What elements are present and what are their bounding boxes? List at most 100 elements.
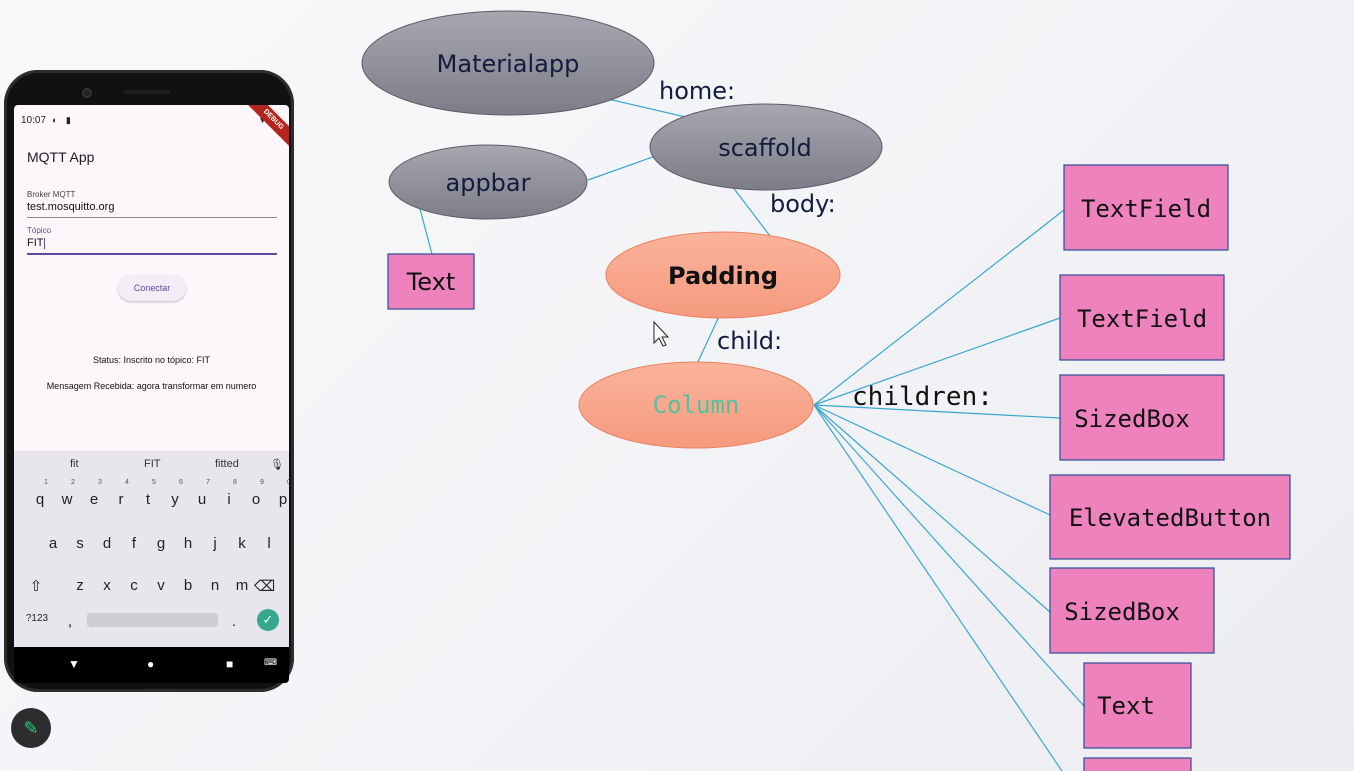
- edge-appbar-text: [419, 208, 433, 255]
- node-child-cutoff: [1083, 757, 1192, 771]
- key-l[interactable]: l: [267, 535, 271, 552]
- key-row-4: ?123 , .: [14, 609, 289, 635]
- back-icon[interactable]: ▼: [68, 657, 80, 671]
- key-c[interactable]: c: [130, 577, 138, 594]
- key-h[interactable]: h: [183, 535, 193, 552]
- node-child-textfield-1-label: TextField: [1081, 195, 1211, 223]
- key-v[interactable]: v: [157, 577, 165, 594]
- node-child-textfield-2-label: TextField: [1077, 305, 1207, 333]
- edge-column-child-7: [813, 404, 1063, 771]
- key-e[interactable]: e: [89, 491, 99, 508]
- key-o[interactable]: o: [251, 491, 261, 508]
- recents-icon[interactable]: ■: [226, 657, 234, 671]
- app-title: MQTT App: [27, 149, 95, 165]
- node-column: [578, 361, 814, 449]
- node-materialapp: [361, 10, 655, 116]
- edge-label-body: body:: [770, 190, 836, 218]
- edge-label-home: home:: [659, 77, 735, 105]
- key-p[interactable]: p: [278, 491, 288, 508]
- suggestion-3[interactable]: fitted: [215, 458, 239, 470]
- key-r[interactable]: r: [118, 491, 124, 508]
- edge-column-child-2: [813, 317, 1061, 406]
- node-scaffold: [649, 103, 883, 191]
- topic-label: Tópico: [27, 226, 52, 235]
- key-digit-hint: 5: [152, 479, 156, 486]
- key-g[interactable]: g: [156, 535, 166, 552]
- edge-materialapp-scaffold: [607, 98, 691, 119]
- edge-column-child-4: [813, 404, 1051, 516]
- suggestion-1[interactable]: fit: [70, 458, 79, 470]
- symbols-key[interactable]: ?123: [25, 613, 49, 624]
- node-appbar-text-label: Text: [406, 268, 456, 296]
- key-z[interactable]: z: [76, 577, 84, 594]
- node-column-label: Column: [653, 391, 740, 419]
- node-child-sizedbox-1-label: SizedBox: [1074, 405, 1190, 433]
- edge-column-child-6: [813, 404, 1085, 707]
- key-b[interactable]: b: [183, 577, 193, 594]
- notification-icons: ◐ ▮: [52, 115, 74, 125]
- key-q[interactable]: q: [35, 491, 45, 508]
- node-padding: [605, 231, 841, 319]
- key-d[interactable]: d: [102, 535, 112, 552]
- key-m[interactable]: m: [235, 577, 249, 594]
- front-camera: [82, 88, 92, 98]
- node-child-sizedbox-1: [1059, 374, 1225, 461]
- phone-emulator: 10:07 ◐ ▮ ▼ DEBUG MQTT App Broker MQTT t…: [4, 70, 294, 692]
- android-nav-bar: ▼ ● ■ ⌨: [14, 647, 289, 683]
- node-child-textfield-1: [1063, 164, 1229, 251]
- connect-button[interactable]: Conectar: [118, 275, 186, 301]
- edge-padding-column: [696, 309, 723, 365]
- key-s[interactable]: s: [76, 535, 84, 552]
- status-time: 10:07: [21, 115, 47, 126]
- broker-value: test.mosquitto.org: [27, 201, 115, 213]
- key-digit-hint: 1: [44, 479, 48, 486]
- topic-value: FIT: [27, 237, 44, 249]
- edge-column-child-1: [813, 209, 1065, 406]
- key-y[interactable]: y: [171, 491, 179, 508]
- edge-label-child: child:: [717, 327, 782, 355]
- node-child-text: [1083, 662, 1192, 749]
- home-icon[interactable]: ●: [147, 657, 155, 671]
- key-digit-hint: 8: [233, 479, 237, 486]
- key-n[interactable]: n: [210, 577, 220, 594]
- comma-key[interactable]: ,: [67, 613, 73, 630]
- shift-icon[interactable]: ⇧: [29, 578, 43, 595]
- key-k[interactable]: k: [238, 535, 246, 552]
- edge-label-children: children:: [852, 382, 993, 412]
- period-key[interactable]: .: [231, 613, 237, 630]
- space-key[interactable]: [87, 613, 218, 627]
- key-i[interactable]: i: [227, 491, 231, 508]
- microphone-icon[interactable]: 🎙: [270, 459, 284, 471]
- node-child-sizedbox-2-label: SizedBox: [1064, 598, 1180, 626]
- enter-check-icon[interactable]: ✓: [257, 609, 279, 631]
- edges: [419, 98, 1085, 771]
- node-child-text-label: Text: [1097, 692, 1155, 720]
- key-a[interactable]: a: [48, 535, 58, 552]
- suggestion-2[interactable]: FIT: [144, 458, 161, 470]
- broker-field[interactable]: Broker MQTT test.mosquitto.org: [27, 190, 277, 218]
- key-t[interactable]: t: [145, 491, 151, 508]
- node-appbar-label: appbar: [446, 169, 531, 197]
- keyboard-hide-icon[interactable]: ⌨: [264, 657, 277, 667]
- key-digit-hint: 7: [206, 479, 210, 486]
- pencil-edit-icon[interactable]: ✎: [11, 708, 51, 748]
- key-digit-hint: 9: [260, 479, 264, 486]
- topic-field[interactable]: Tópico FIT: [27, 226, 277, 255]
- key-f[interactable]: f: [131, 535, 137, 552]
- key-x[interactable]: x: [103, 577, 111, 594]
- node-materialapp-label: Materialapp: [437, 50, 580, 78]
- key-j[interactable]: j: [213, 535, 217, 552]
- node-child-elevatedbutton-label: ElevatedButton: [1069, 504, 1271, 532]
- phone-screen: 10:07 ◐ ▮ ▼ DEBUG MQTT App Broker MQTT t…: [14, 105, 289, 683]
- key-digit-hint: 2: [71, 479, 75, 486]
- key-u[interactable]: u: [197, 491, 207, 508]
- message-text: Mensagem Recebida: agora transformar em …: [46, 381, 257, 391]
- backspace-icon[interactable]: ⌫: [254, 578, 276, 595]
- mouse-pointer-icon: [653, 320, 670, 347]
- key-w[interactable]: w: [61, 491, 73, 508]
